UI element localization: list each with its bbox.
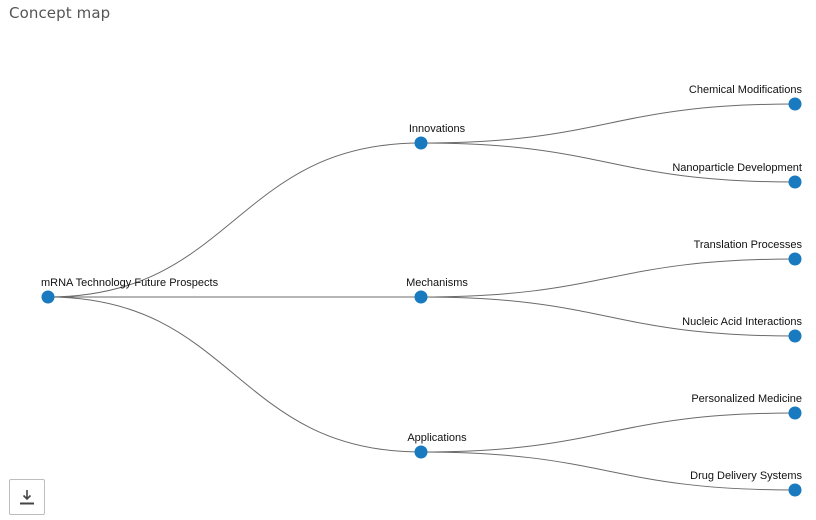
node-label-drug-delivery-systems: Drug Delivery Systems bbox=[690, 470, 802, 482]
edge-root-innovations bbox=[47, 142, 422, 298]
edge-applications-personalized-medicine bbox=[420, 412, 796, 453]
node-root[interactable] bbox=[41, 290, 55, 304]
edge-root-applications bbox=[47, 296, 422, 453]
edge-applications-drug-delivery-systems bbox=[420, 451, 796, 491]
nodes-layer: mRNA Technology Future Prospects Innovati… bbox=[41, 84, 802, 497]
node-nucleic-acid-interactions[interactable] bbox=[788, 329, 802, 343]
node-label-chemical-modifications: Chemical Modifications bbox=[689, 84, 803, 96]
node-label-applications: Applications bbox=[407, 432, 467, 444]
node-label-nanoparticle-development: Nanoparticle Development bbox=[672, 162, 802, 174]
node-translation-processes[interactable] bbox=[788, 252, 802, 266]
node-drug-delivery-systems[interactable] bbox=[788, 483, 802, 497]
node-label-mechanisms: Mechanisms bbox=[406, 277, 468, 289]
page-title: Concept map bbox=[9, 4, 111, 22]
node-label-nucleic-acid-interactions: Nucleic Acid Interactions bbox=[682, 316, 802, 328]
node-personalized-medicine[interactable] bbox=[788, 406, 802, 420]
node-label-translation-processes: Translation Processes bbox=[694, 239, 803, 251]
node-mechanisms[interactable] bbox=[414, 290, 428, 304]
edges-layer bbox=[47, 103, 796, 491]
edge-innovations-chemical-modifications bbox=[420, 103, 796, 144]
node-innovations[interactable] bbox=[414, 136, 428, 150]
edge-mechanisms-nucleic-acid-interactions bbox=[420, 296, 796, 337]
node-label-root: mRNA Technology Future Prospects bbox=[41, 277, 219, 289]
node-label-innovations: Innovations bbox=[409, 123, 466, 135]
node-nanoparticle-development[interactable] bbox=[788, 175, 802, 189]
node-chemical-modifications[interactable] bbox=[788, 97, 802, 111]
node-label-personalized-medicine: Personalized Medicine bbox=[691, 393, 802, 405]
edge-innovations-nanoparticle-development bbox=[420, 142, 796, 183]
node-applications[interactable] bbox=[414, 445, 428, 459]
download-icon bbox=[20, 490, 34, 505]
edge-mechanisms-translation-processes bbox=[420, 258, 796, 298]
download-button[interactable] bbox=[9, 479, 45, 515]
